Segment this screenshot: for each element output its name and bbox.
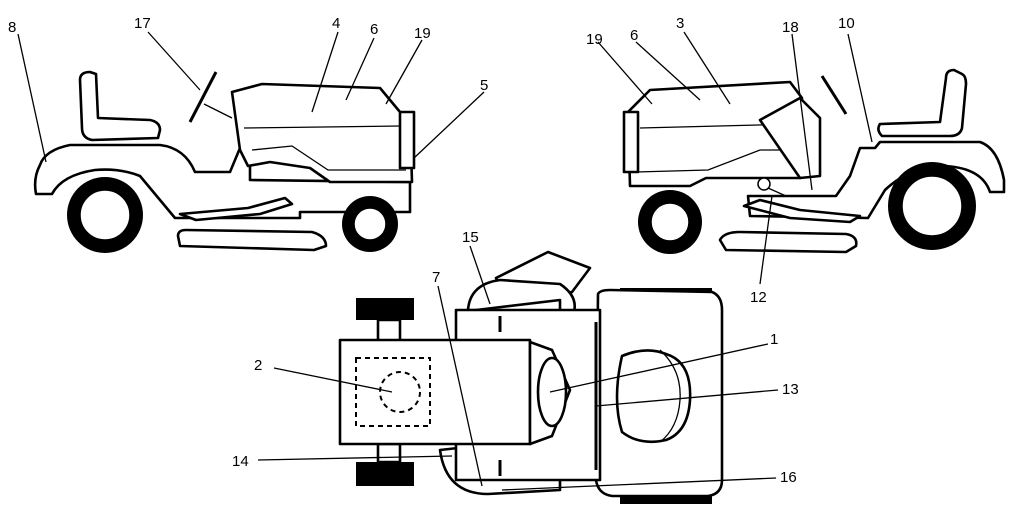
left-seat: [78, 70, 162, 142]
top-front-right-hub: [376, 442, 402, 464]
leader-19a: [385, 39, 423, 105]
callout-13: 13: [782, 381, 799, 398]
leader-8: [17, 33, 47, 163]
leader-16: [501, 477, 777, 491]
top-front-right-tire: [356, 462, 414, 486]
top-engine-cap: [379, 371, 421, 413]
callout-4: 4: [332, 15, 340, 32]
leader-2: [273, 367, 393, 393]
callout-6a: 6: [370, 21, 378, 38]
leader-3: [683, 31, 731, 105]
callout-17: 17: [134, 15, 151, 32]
left-hood-seam: [243, 125, 401, 129]
leader-18: [791, 33, 813, 191]
left-grille: [398, 110, 416, 170]
leader-1: [549, 343, 769, 393]
right-rear-fender: [746, 140, 1006, 220]
leader-10: [847, 33, 873, 143]
right-lift-lever: [767, 187, 787, 197]
leader-17: [147, 31, 201, 91]
left-rear-hub: [79, 189, 131, 241]
callout-15: 15: [462, 229, 479, 246]
right-mower-deck: [718, 230, 858, 254]
leader-4: [311, 31, 339, 113]
right-dash-panel: [758, 96, 822, 180]
left-front-hub: [353, 207, 387, 241]
right-grille: [622, 110, 640, 174]
right-lift-lever-knob: [757, 177, 771, 191]
tractor-top-view: [338, 250, 724, 504]
left-mower-deck: [176, 228, 328, 252]
leader-12: [759, 195, 773, 285]
callout-19b: 19: [586, 31, 603, 48]
tractor-right-side-view: [622, 68, 1006, 254]
callout-12: 12: [750, 289, 767, 306]
leader-13: [595, 389, 779, 407]
right-seat: [877, 68, 968, 138]
leader-6a: [345, 37, 375, 101]
right-front-hub: [650, 202, 690, 242]
left-steering-shaft: [203, 103, 233, 119]
callout-10: 10: [838, 15, 855, 32]
top-seat-back: [659, 349, 681, 443]
right-rear-hub: [901, 175, 963, 237]
leader-14: [257, 455, 453, 461]
callout-14: 14: [232, 453, 249, 470]
top-front-left-tire: [356, 298, 414, 320]
callout-16: 16: [780, 469, 797, 486]
left-hood: [230, 82, 414, 184]
callout-5: 5: [480, 77, 488, 94]
leader-6b: [635, 41, 701, 101]
leader-5: [413, 91, 485, 159]
callout-6b: 6: [630, 27, 638, 44]
leader-15: [469, 245, 491, 305]
callout-19a: 19: [414, 25, 431, 42]
callout-1: 1: [770, 331, 778, 348]
top-engine-outline: [355, 357, 431, 427]
left-steering-wheel: [188, 71, 218, 123]
leader-19b: [597, 41, 653, 105]
tractor-left-side-view: [33, 70, 416, 253]
callout-7: 7: [432, 269, 440, 286]
left-hood-lower-seam: [251, 145, 406, 171]
callout-18: 18: [782, 19, 799, 36]
right-steering-wheel: [820, 75, 848, 115]
right-running-board: [742, 198, 862, 224]
right-hood-lower-seam: [635, 149, 798, 173]
callout-3: 3: [676, 15, 684, 32]
leader-lines: [17, 31, 873, 491]
callout-8: 8: [8, 19, 16, 36]
callout-numbers: 8 17 4 6 19 5 19 6 3 18 10 12 15 7 2 1 1…: [8, 15, 855, 486]
top-hood: [338, 338, 532, 446]
left-rear-fender: [33, 143, 412, 220]
callout-2: 2: [254, 357, 262, 374]
left-running-board: [178, 196, 294, 222]
leader-7: [437, 285, 483, 487]
